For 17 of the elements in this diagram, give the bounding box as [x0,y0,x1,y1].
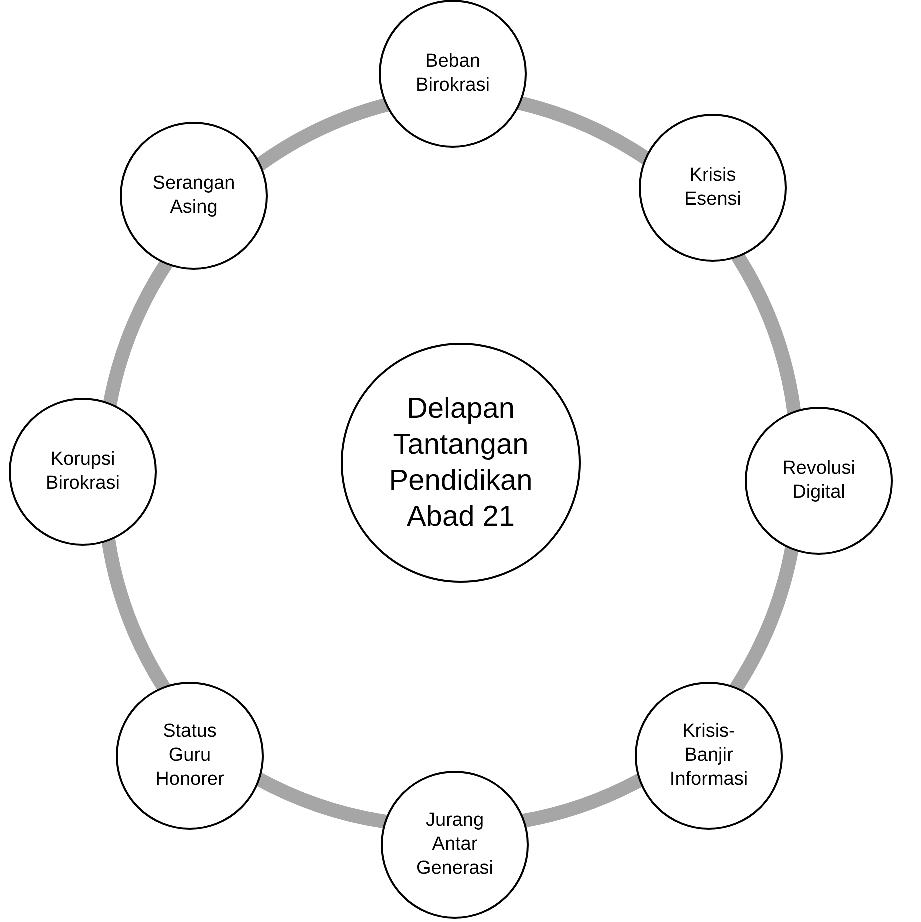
topic-label: Beban Birokrasi [415,50,491,98]
ring-segment [255,98,390,172]
ring-segment [521,774,644,828]
ring-segment [517,96,651,166]
ring-segment [730,546,800,693]
topic-label: Krisis Esensi [683,164,743,212]
topic-label: Revolusi Digital [782,457,856,505]
topic-label: Status Guru Honorer [154,720,226,792]
topic-label: Jurang Antar Generasi [415,809,495,881]
ring-segment [102,538,171,692]
ring-segment [731,252,802,415]
ring-segment [255,772,388,829]
topic-label: Serangan Asing [152,172,236,220]
topic-label: Krisis-Banjir Informasi [668,720,750,792]
ring-segment [103,259,174,407]
topic-label: Delapan Tantangan Pendidikan Abad 21 [388,392,534,536]
topic-label: Korupsi Birokrasi [45,448,121,496]
